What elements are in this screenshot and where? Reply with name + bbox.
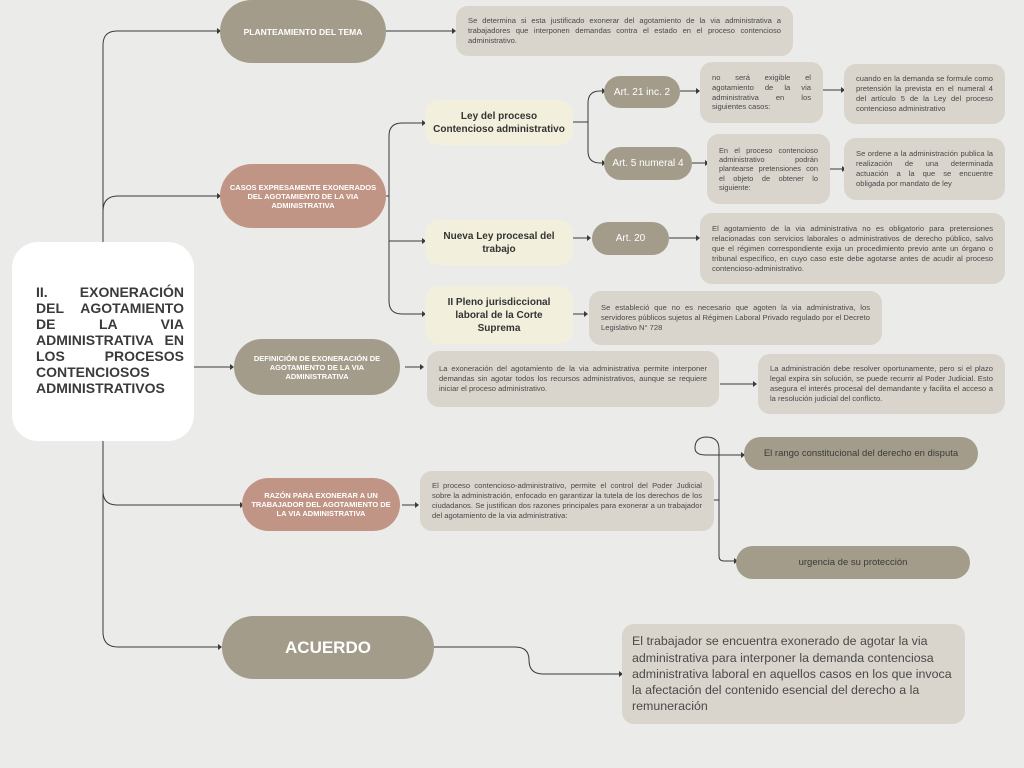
definicion-note: La exoneración del agotamiento de la via…	[427, 351, 719, 407]
art-20-note: El agotamiento de la via administrativa …	[700, 213, 1005, 284]
art-21-note: no será exigible el agotamiento de la vi…	[700, 62, 823, 123]
branch-casos: CASOS EXPRESAMENTE EXONERADOS DEL AGOTAM…	[220, 164, 386, 228]
acuerdo-note: El trabajador se encuentra exonerado de …	[622, 624, 965, 724]
ley-contencioso-node: Ley del proceso Contencioso administrati…	[425, 100, 573, 145]
art-20-node: Art. 20	[592, 222, 669, 255]
reason-rango-constitucional: El rango constitucional del derecho en d…	[744, 437, 978, 470]
definicion-detail: La administración debe resolver oportuna…	[758, 354, 1005, 414]
art-21-node: Art. 21 inc. 2	[604, 76, 680, 108]
reason-urgencia: urgencia de su protección	[736, 546, 970, 579]
art-5-note: En el proceso contencioso administrativo…	[707, 134, 830, 204]
branch-planteamiento: PLANTEAMIENTO DEL TEMA	[220, 0, 386, 63]
pleno-node: II Pleno jurisdiccional laboral de la Co…	[425, 286, 573, 344]
branch-razon: RAZÓN PARA EXONERAR A UN TRABAJADOR DEL …	[242, 478, 400, 531]
art-21-detail: cuando en la demanda se formule como pre…	[844, 64, 1005, 124]
main-topic-card: II. EXONERACIÓN DEL AGOTAMIENTO DE LA VI…	[12, 242, 194, 441]
art-5-node: Art. 5 numeral 4	[604, 147, 692, 180]
razon-note: El proceso contencioso-administrativo, p…	[420, 471, 714, 531]
branch-definicion-label: DEFINICIÓN DE EXONERACIÓN DE AGOTAMIENTO…	[253, 353, 381, 381]
main-topic-title: II. EXONERACIÓN DEL AGOTAMIENTO DE LA VI…	[36, 284, 184, 396]
branch-planteamiento-label: PLANTEAMIENTO DEL TEMA	[243, 26, 363, 37]
branch-casos-label: CASOS EXPRESAMENTE EXONERADOS DEL AGOTAM…	[229, 182, 377, 210]
pleno-note: Se estableció que no es necesario que ag…	[589, 291, 882, 345]
nueva-ley-node: Nueva Ley procesal del trabajo	[425, 220, 573, 265]
branch-acuerdo-label: ACUERDO	[285, 637, 371, 657]
branch-razon-label: RAZÓN PARA EXONERAR A UN TRABAJADOR DEL …	[251, 491, 391, 518]
branch-acuerdo: ACUERDO	[222, 616, 434, 679]
planteamiento-note: Se determina si esta justificado exonera…	[456, 6, 793, 56]
branch-definicion: DEFINICIÓN DE EXONERACIÓN DE AGOTAMIENTO…	[234, 339, 400, 395]
art-5-detail: Se ordene a la administración publica la…	[844, 138, 1005, 200]
